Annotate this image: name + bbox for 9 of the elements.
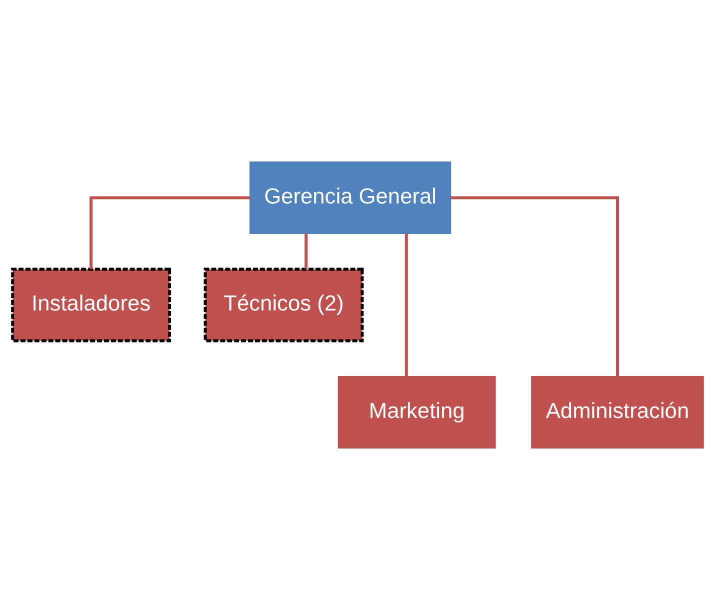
node-box: Técnicos (2)	[204, 267, 364, 342]
node-box: Gerencia General	[249, 160, 452, 234]
node-box: Instaladores	[11, 267, 172, 342]
node-box: Marketing	[338, 376, 496, 448]
connector	[404, 233, 408, 376]
connector	[90, 196, 250, 268]
node-box: Administración	[531, 376, 704, 448]
connector	[450, 196, 619, 376]
connector	[304, 233, 308, 268]
